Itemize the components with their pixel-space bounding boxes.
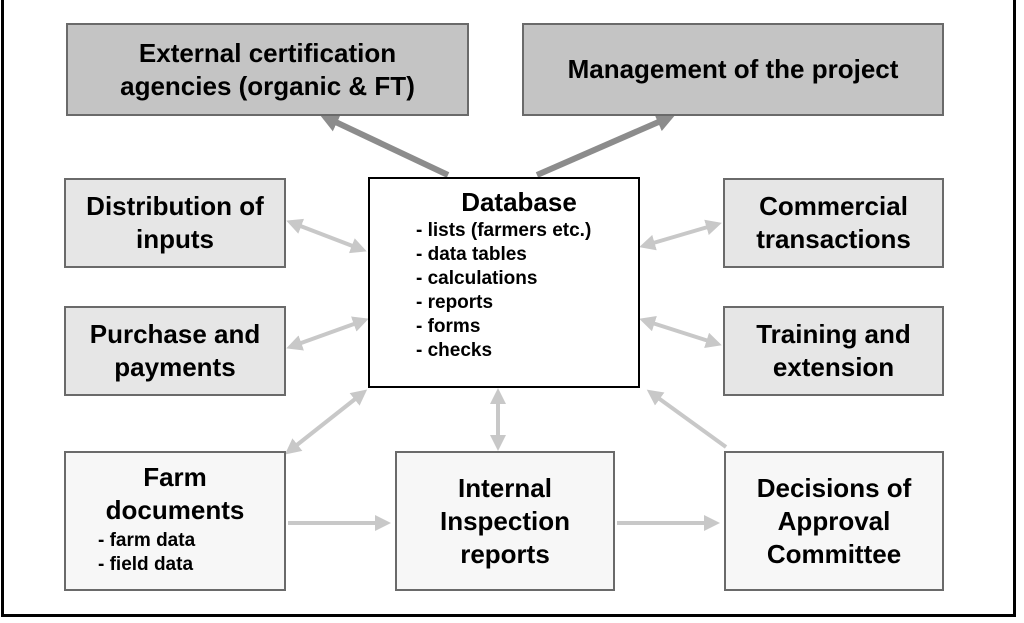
database-item: - checks — [416, 340, 493, 361]
arrow-purchase-db — [286, 316, 369, 351]
internal-inspection-label: Internal Inspection reports — [439, 472, 570, 569]
database-title: Database — [461, 187, 577, 217]
box-training: Training and extension — [723, 306, 944, 396]
database-items: - lists (farmers etc.) - data tables - c… — [370, 219, 638, 363]
arrow-db-to-external — [319, 113, 450, 178]
decisions-label: Decisions of Approval Committee — [756, 472, 912, 569]
box-purchase: Purchase and payments — [64, 306, 286, 396]
management-label: Management of the project — [567, 54, 899, 84]
commercial-label: Commercial transactions — [756, 191, 911, 254]
farm-documents-title: Farm documents — [105, 462, 245, 525]
box-database: Database - lists (farmers etc.) - data t… — [368, 177, 640, 388]
farm-documents-item: - farm data — [98, 530, 196, 551]
arrow-training-db — [639, 316, 722, 348]
box-distribution: Distribution of inputs — [64, 178, 286, 268]
farm-documents-item: - field data — [98, 554, 194, 575]
box-management: Management of the project — [522, 23, 944, 116]
arrow-distribution-db — [286, 218, 367, 254]
database-item: - forms — [416, 316, 481, 337]
distribution-label: Distribution of inputs — [86, 191, 264, 254]
database-item: - reports — [416, 292, 494, 313]
database-item: - data tables — [416, 244, 527, 265]
box-decisions: Decisions of Approval Committee — [724, 451, 944, 591]
arrow-decisions-to-db — [646, 389, 728, 449]
arrow-commercial-db — [639, 219, 722, 251]
box-farm-documents: Farm documents - farm data - field data — [64, 451, 286, 591]
box-commercial: Commercial transactions — [723, 178, 944, 268]
database-item: - calculations — [416, 268, 538, 289]
training-label: Training and extension — [756, 319, 911, 382]
box-external-certification: External certification agencies (organic… — [66, 23, 469, 116]
purchase-label: Purchase and payments — [89, 319, 261, 382]
farm-documents-items: - farm data - field data — [98, 529, 195, 577]
box-internal-inspection: Internal Inspection reports — [395, 451, 615, 591]
external-certification-label: External certification agencies (organic… — [120, 37, 415, 101]
database-item: - lists (farmers etc.) — [416, 220, 592, 241]
arrow-db-to-management — [535, 113, 676, 178]
arrow-farm-db — [284, 389, 368, 455]
